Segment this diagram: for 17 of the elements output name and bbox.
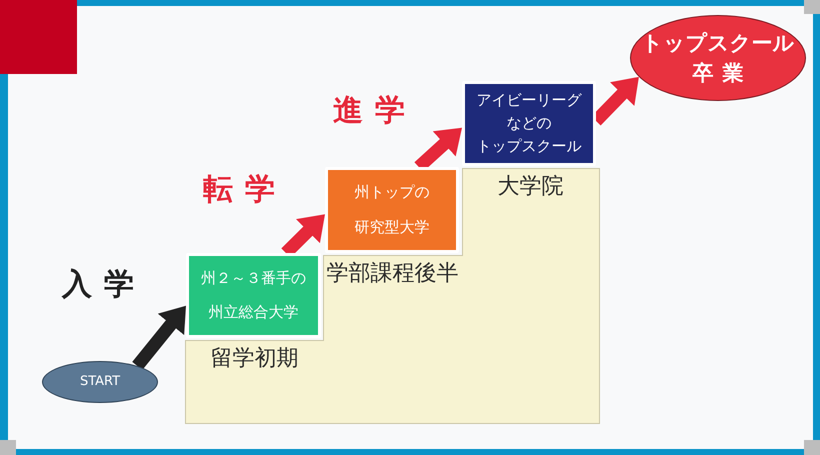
stage-label: 学部課程後半 xyxy=(326,261,458,288)
school-box xyxy=(462,81,596,166)
school-box xyxy=(325,167,459,253)
school-box xyxy=(186,253,321,338)
stage-band xyxy=(462,168,600,424)
goal-label: トップスクール卒業 xyxy=(642,30,794,87)
edge-label: 入学 xyxy=(62,268,146,301)
start-label: START xyxy=(80,374,120,390)
stage-label: 留学初期 xyxy=(210,346,298,372)
stage-label: 大学院 xyxy=(498,174,564,200)
edge-label: 転学 xyxy=(203,173,287,206)
edge-label: 進学 xyxy=(333,94,417,127)
stage-band xyxy=(185,340,323,424)
box-label: アイビーリーグなどのトップスクール xyxy=(476,90,582,158)
stage-band xyxy=(323,255,462,424)
box-label: 州２～３番手の州立総合大学 xyxy=(201,268,306,322)
box-label: 州トップの研究型大学 xyxy=(354,182,430,238)
